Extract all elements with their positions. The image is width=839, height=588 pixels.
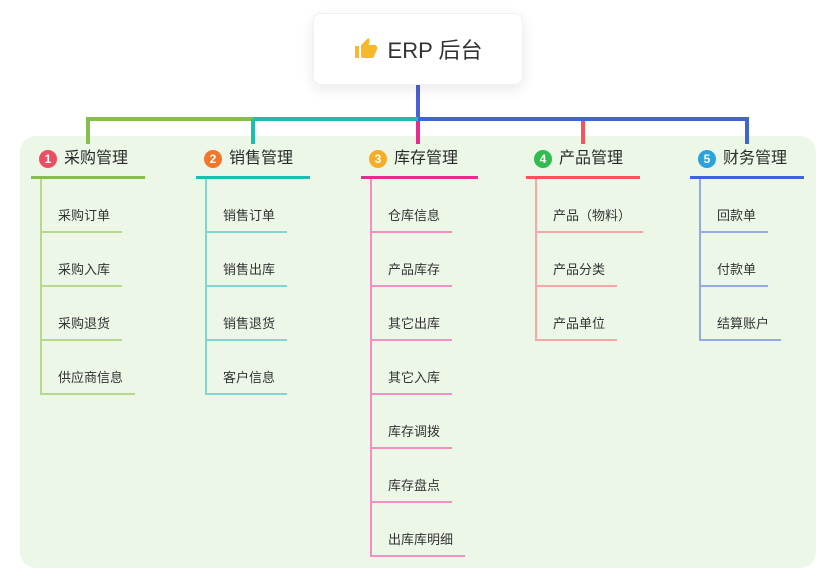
branch-number-badge: 1 <box>39 150 57 168</box>
branch-header[interactable]: 3 库存管理 <box>361 146 478 179</box>
branch-number-badge: 5 <box>698 150 716 168</box>
branch-inventory: 3 库存管理仓库信息产品库存其它出库其它入库库存调拨库存盘点出库库明细 <box>361 146 478 557</box>
tree-leaf-node[interactable]: 出库库明细 <box>372 503 478 557</box>
tree-leaf-node[interactable]: 其它出库 <box>372 287 478 341</box>
tree-leaf-node[interactable]: 仓库信息 <box>372 179 478 233</box>
tree-leaf-node[interactable]: 其它入库 <box>372 341 478 395</box>
leaf-label: 客户信息 <box>207 367 288 395</box>
branch-header[interactable]: 5 财务管理 <box>690 146 804 179</box>
tree-leaf-node[interactable]: 产品分类 <box>537 233 640 287</box>
tree-leaf-node[interactable]: 产品单位 <box>537 287 640 341</box>
tree-leaf-node[interactable]: 采购入库 <box>42 233 145 287</box>
connector-segment-green <box>86 117 253 121</box>
connector-root-stem <box>416 85 420 121</box>
thumbs-up-icon <box>354 38 377 58</box>
connector-drop-product <box>581 121 585 144</box>
leaf-label: 销售订单 <box>207 205 288 233</box>
tree-leaf-node[interactable]: 产品库存 <box>372 233 478 287</box>
branch-number-badge: 4 <box>534 150 552 168</box>
connector-segment-blue <box>418 117 749 121</box>
leaf-label: 库存盘点 <box>372 475 453 503</box>
leaf-label: 回款单 <box>701 205 769 233</box>
connector-drop-inventory <box>416 121 420 144</box>
branch-product: 4 产品管理产品（物料） 产品分类产品单位 <box>526 146 644 341</box>
leaf-label: 产品分类 <box>537 259 618 287</box>
tree-leaf-node[interactable]: 库存盘点 <box>372 449 478 503</box>
leaf-label: 供应商信息 <box>42 367 136 395</box>
branch-children: 产品（物料） 产品分类产品单位 <box>535 179 644 341</box>
tree-leaf-node[interactable]: 销售出库 <box>207 233 310 287</box>
leaf-label: 结算账户 <box>701 313 782 341</box>
leaf-label: 销售退货 <box>207 313 288 341</box>
branch-number-badge: 3 <box>369 150 387 168</box>
branch-label: 采购管理 <box>64 150 129 167</box>
branch-number-badge: 2 <box>204 150 222 168</box>
tree-leaf-node[interactable]: 采购订单 <box>42 179 145 233</box>
map-background-panel <box>20 136 816 568</box>
leaf-label: 销售出库 <box>207 259 288 287</box>
root-label: ERP 后台 <box>387 38 483 63</box>
connector-drop-purchase <box>86 117 90 144</box>
leaf-label: 付款单 <box>701 259 769 287</box>
branch-finance: 5 财务管理回款单付款单结算账户 <box>690 146 804 341</box>
tree-leaf-node[interactable]: 产品（物料） <box>537 179 644 233</box>
tree-leaf-node[interactable]: 付款单 <box>701 233 804 287</box>
leaf-label: 仓库信息 <box>372 205 453 233</box>
tree-leaf-node[interactable]: 销售订单 <box>207 179 310 233</box>
leaf-label: 库存调拨 <box>372 421 453 449</box>
leaf-label: 产品（物料） <box>537 205 644 233</box>
connector-drop-finance <box>745 117 749 144</box>
tree-leaf-node[interactable]: 回款单 <box>701 179 804 233</box>
tree-leaf-node[interactable]: 结算账户 <box>701 287 804 341</box>
branch-label: 财务管理 <box>723 150 788 167</box>
branch-children: 销售订单销售出库销售退货客户信息 <box>205 179 310 395</box>
leaf-label: 其它出库 <box>372 313 453 341</box>
root-node[interactable]: ERP 后台 <box>313 13 523 85</box>
tree-leaf-node[interactable]: 供应商信息 <box>42 341 145 395</box>
branch-sales: 2 销售管理销售订单销售出库销售退货客户信息 <box>196 146 310 395</box>
branch-children: 采购订单采购入库采购退货供应商信息 <box>40 179 145 395</box>
branch-header[interactable]: 2 销售管理 <box>196 146 310 179</box>
tree-leaf-node[interactable]: 销售退货 <box>207 287 310 341</box>
leaf-label: 采购退货 <box>42 313 123 341</box>
branch-children: 回款单付款单结算账户 <box>699 179 804 341</box>
leaf-label: 采购入库 <box>42 259 123 287</box>
branch-label: 库存管理 <box>394 150 459 167</box>
tree-leaf-node[interactable]: 采购退货 <box>42 287 145 341</box>
branch-header[interactable]: 1 采购管理 <box>31 146 145 179</box>
tree-leaf-node[interactable]: 客户信息 <box>207 341 310 395</box>
branch-purchase: 1 采购管理采购订单采购入库采购退货供应商信息 <box>31 146 145 395</box>
leaf-label: 其它入库 <box>372 367 453 395</box>
leaf-label: 出库库明细 <box>372 529 466 557</box>
branch-label: 销售管理 <box>229 150 294 167</box>
tree-leaf-node[interactable]: 库存调拨 <box>372 395 478 449</box>
leaf-label: 采购订单 <box>42 205 123 233</box>
connector-drop-sales <box>251 119 255 144</box>
leaf-label: 产品单位 <box>537 313 618 341</box>
leaf-label: 产品库存 <box>372 259 453 287</box>
connector-segment-teal <box>253 117 418 121</box>
branch-children: 仓库信息产品库存其它出库其它入库库存调拨库存盘点出库库明细 <box>370 179 478 557</box>
branch-header[interactable]: 4 产品管理 <box>526 146 640 179</box>
branch-label: 产品管理 <box>559 150 624 167</box>
